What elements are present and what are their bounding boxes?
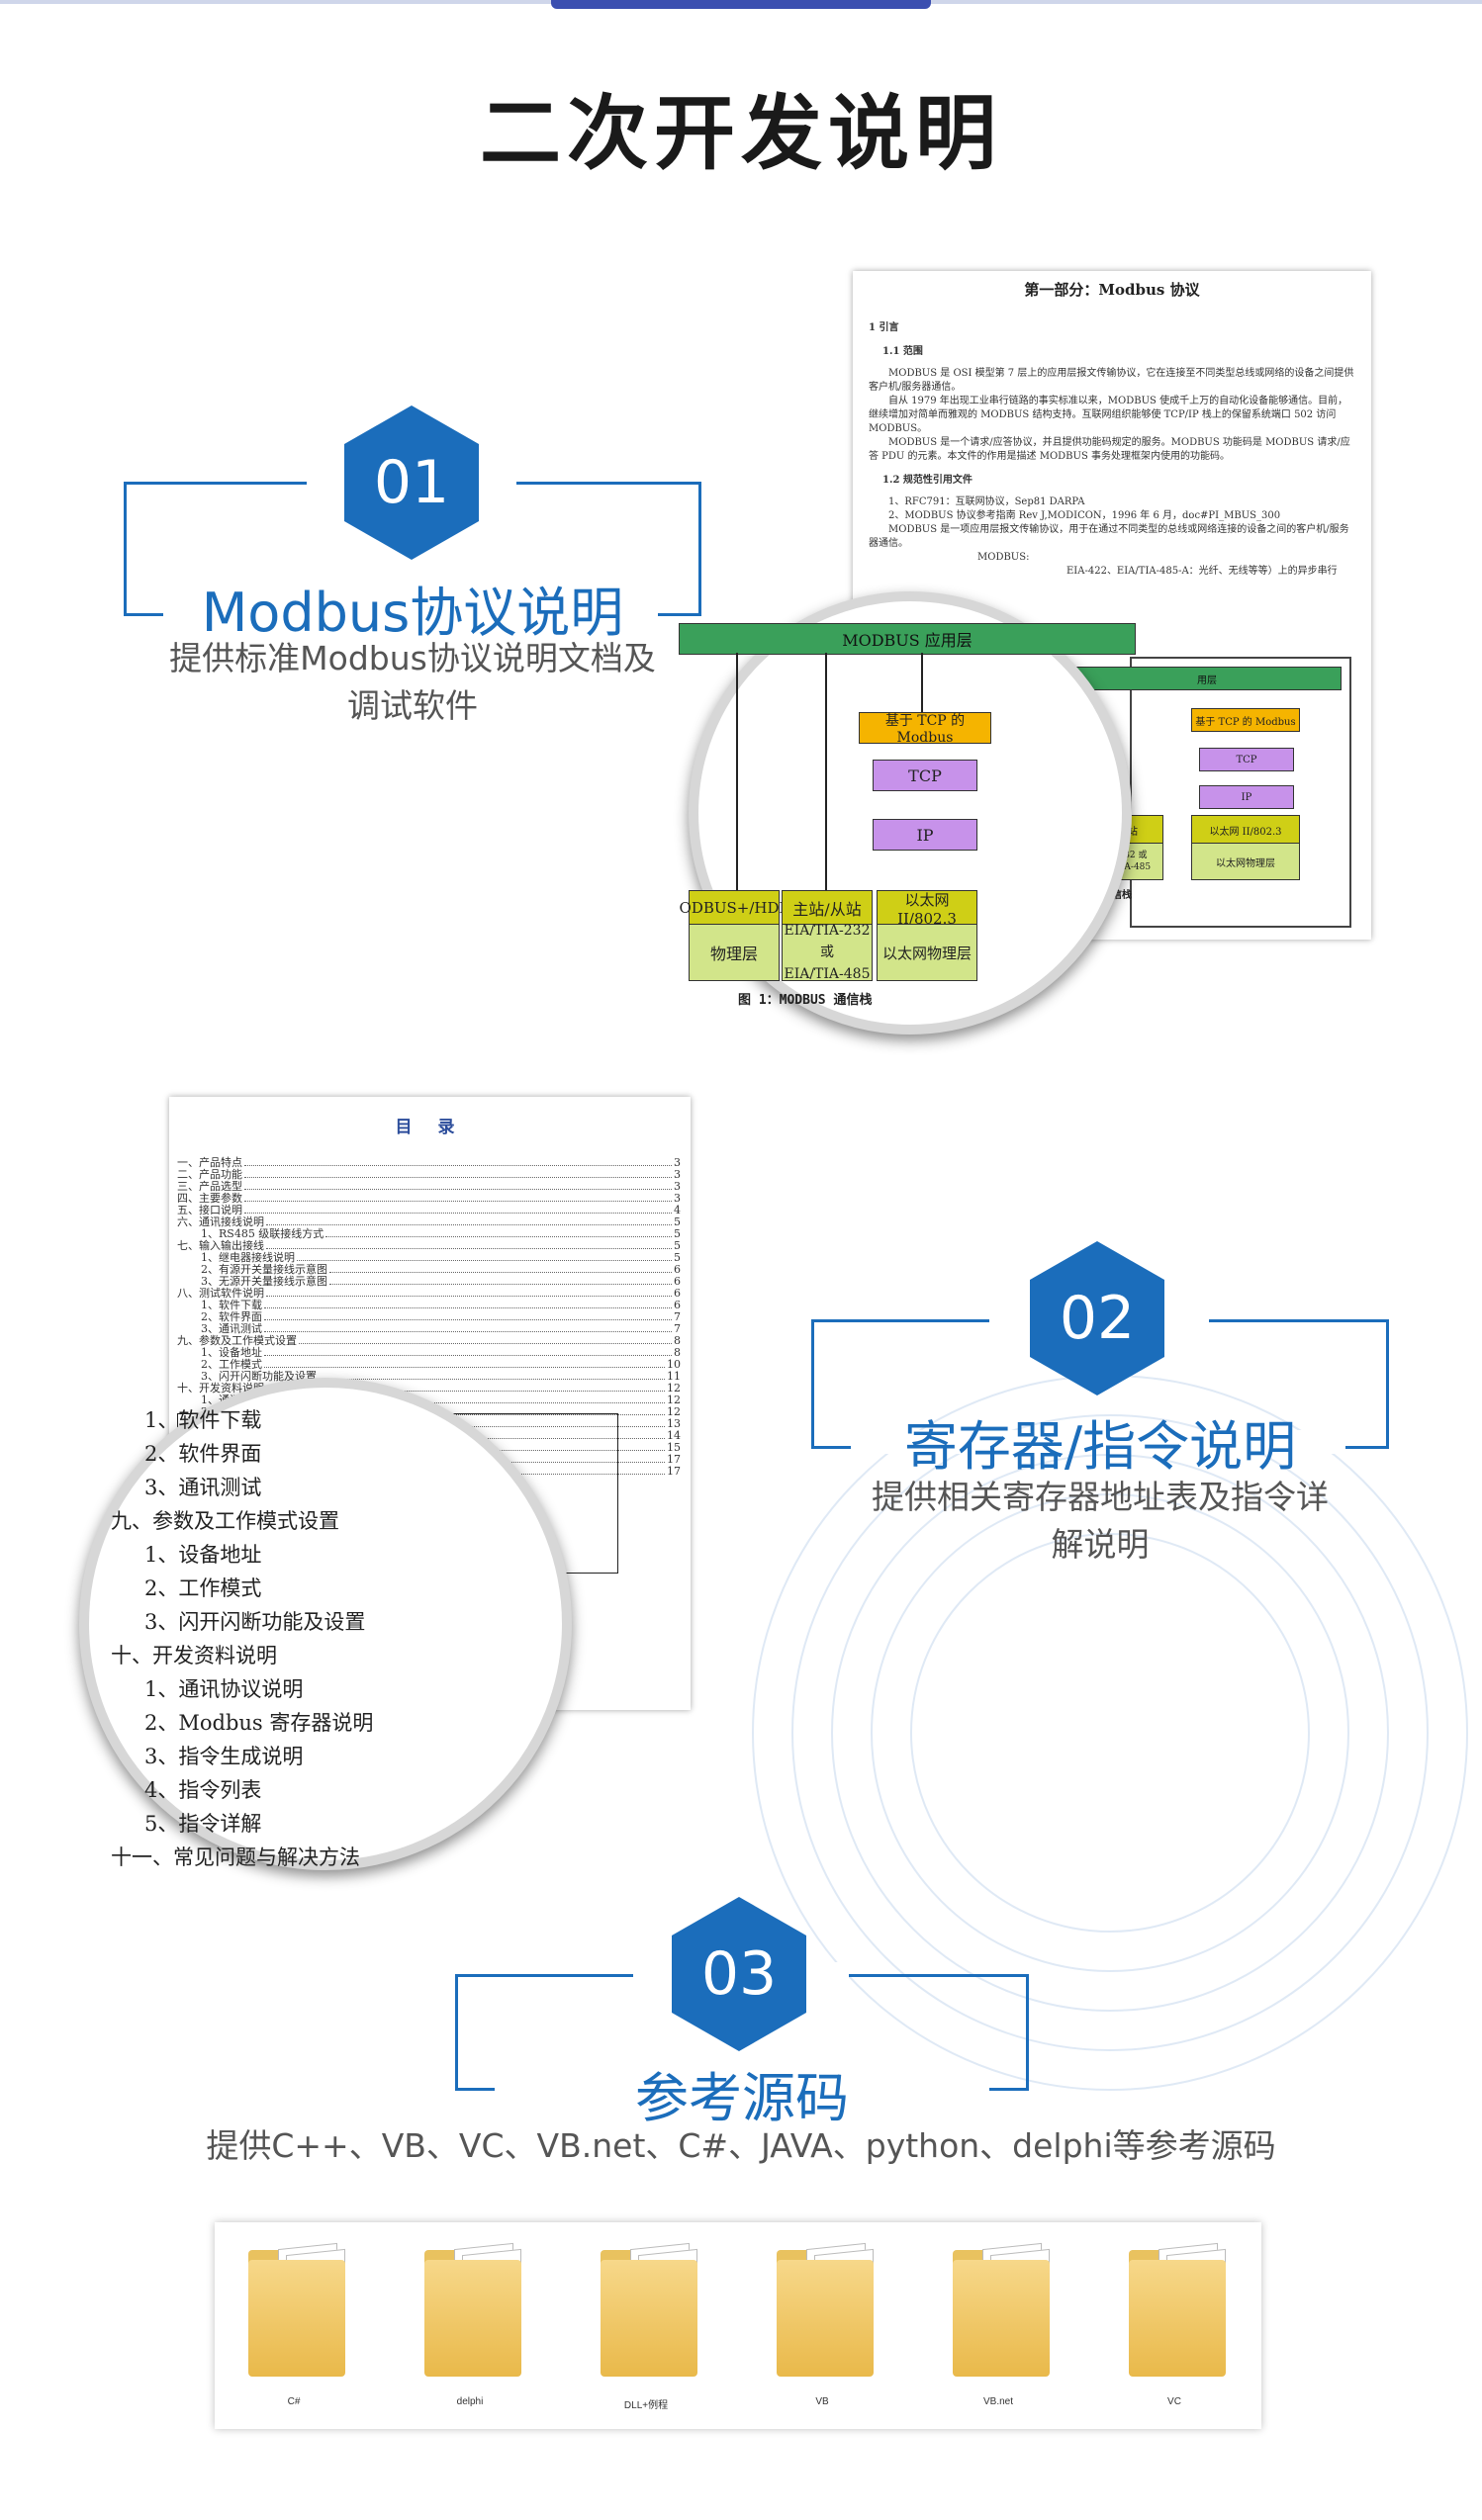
section-description: 提供标准Modbus协议说明文档及 调试软件 bbox=[169, 639, 656, 725]
magnified-toc-line: 4、指令列表 bbox=[144, 1778, 262, 1802]
bracket-gap-bottom bbox=[495, 2072, 989, 2096]
magnified-toc-line: 九、参数及工作模式设置 bbox=[111, 1509, 339, 1533]
magnified-toc-line: 1、软件下载 bbox=[144, 1408, 262, 1432]
magnifier-toc: 1、软件下载 2、软件界面 3、通讯测试九、参数及工作模式设置 1、设备地址 2、工作模… bbox=[79, 1378, 572, 1870]
section-description: 提供相关寄存器地址表及指令详 解说明 bbox=[872, 1478, 1329, 1564]
magnified-toc-line: 3、闪开闪断功能及设置 bbox=[144, 1610, 366, 1634]
bracket-gap-bottom bbox=[163, 597, 658, 621]
section-description: 提供C++、VB、VC、VB.net、C#、JAVA、python、delphi… bbox=[206, 2126, 1276, 2165]
folder-label: DLL+例程 bbox=[623, 2400, 669, 2411]
bracket-gap-bottom bbox=[851, 1430, 1345, 1454]
magnified-toc-line: 3、指令生成说明 bbox=[144, 1745, 304, 1768]
folder-label: delphi bbox=[456, 2396, 484, 2407]
magnified-toc-line: 2、软件界面 bbox=[144, 1442, 262, 1466]
folder-label: VB.net bbox=[982, 2396, 1014, 2407]
folder-label: VB bbox=[815, 2396, 829, 2407]
top-accent-bar bbox=[551, 0, 931, 9]
magnified-toc-line: 3、通讯测试 bbox=[144, 1476, 262, 1499]
magnified-toc-line: 2、Modbus 寄存器说明 bbox=[144, 1711, 374, 1735]
folder-vb-net[interactable]: VB.net bbox=[939, 2242, 1058, 2418]
magnified-toc-line: 十一、常见问题与解决方法 bbox=[111, 1845, 360, 1869]
section-number-badge: 03 bbox=[672, 1897, 806, 2051]
section-title: 参考源码 bbox=[635, 2067, 849, 2129]
folder-vc[interactable]: VC bbox=[1115, 2242, 1234, 2418]
magnified-toc-line: 2、工作模式 bbox=[144, 1576, 262, 1600]
section-title: Modbus协议说明 bbox=[201, 582, 624, 644]
page-title: 二次开发说明 bbox=[479, 87, 1002, 181]
magnified-toc-line: 5、指令详解 bbox=[144, 1812, 262, 1836]
magnifier-protocol-stack: MODBUS 应用层 基于 TCP 的 Modbus TCP IP ODBUS+… bbox=[679, 591, 1136, 1035]
small-stack-diagram: 用层 基于 TCP 的 Modbus TCP IP 站 以太网 II/802.3… bbox=[1072, 657, 1351, 928]
folder-vb[interactable]: VB bbox=[763, 2242, 881, 2418]
section-title: 寄存器/指令说明 bbox=[903, 1415, 1297, 1478]
folder-c-[interactable]: C# bbox=[234, 2242, 353, 2418]
source-code-folders-window: C# delphi DLL+例程 VB VB.net VC bbox=[215, 2222, 1261, 2429]
folder-delphi[interactable]: delphi bbox=[411, 2242, 529, 2418]
magnified-toc-line: 十、开发资料说明 bbox=[111, 1644, 277, 1667]
folder-label: VC bbox=[1167, 2396, 1181, 2407]
magnified-toc-line: 1、设备地址 bbox=[144, 1543, 262, 1567]
folder-label: C# bbox=[287, 2396, 301, 2407]
folder-dll-[interactable]: DLL+例程 bbox=[587, 2242, 705, 2418]
magnified-toc-line: 1、通讯协议说明 bbox=[144, 1677, 304, 1701]
